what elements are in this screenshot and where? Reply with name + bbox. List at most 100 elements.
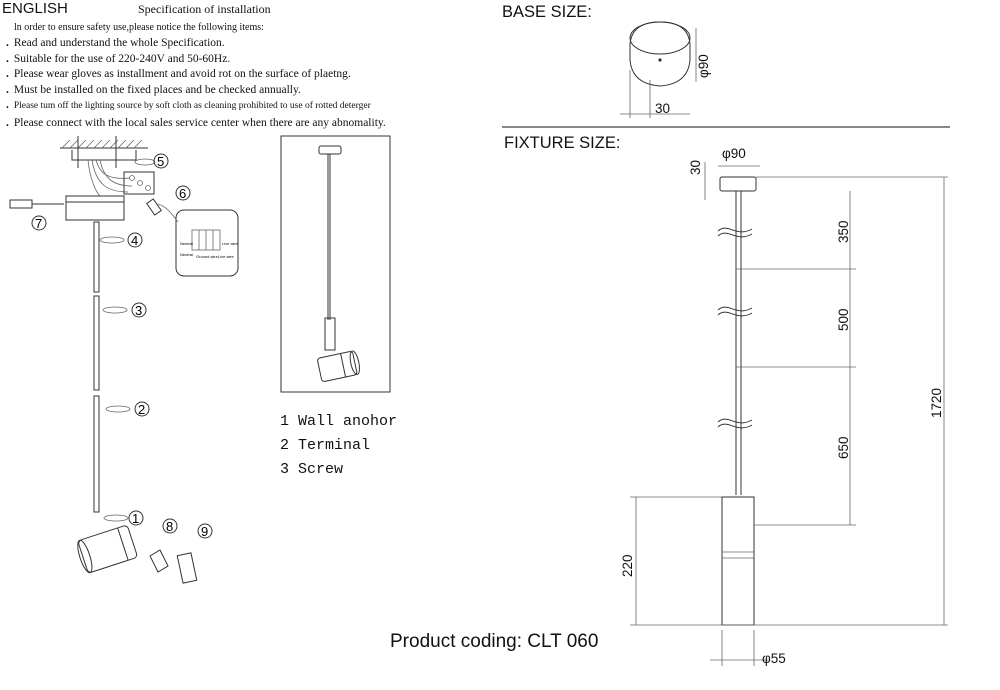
legend-item: 2 Terminal — [280, 434, 397, 458]
mounting-bracket — [71, 150, 137, 161]
legend-number: 3 — [280, 461, 290, 478]
step-circle — [175, 185, 191, 201]
spec-title: Specification of installation — [138, 2, 271, 16]
body-diameter: φ55 — [762, 651, 786, 666]
canopy — [65, 195, 125, 221]
wire — [91, 159, 129, 193]
fixture-top-diameter: φ90 — [722, 146, 746, 161]
rod-segment — [93, 295, 100, 391]
wire — [99, 159, 133, 187]
rod-segment-length: 350 — [836, 220, 851, 243]
base-drawing — [620, 21, 697, 118]
product-coding: Product coding: CLT 060 — [390, 631, 599, 652]
bullet: . — [6, 53, 9, 65]
wiring-labels: Neutral Ground wire Live wire Neutral Li… — [180, 241, 239, 259]
base-diameter-label: φ90 — [696, 54, 711, 78]
exploded-diagram — [9, 136, 239, 584]
instruction-text: Must be installed on the fixed places an… — [13, 84, 301, 96]
lamp-bulb — [149, 549, 169, 573]
legend-number: 2 — [280, 437, 290, 454]
rod-segment-length: 650 — [836, 436, 851, 459]
fixture-body — [721, 496, 755, 626]
wire — [95, 159, 131, 179]
break-mark — [717, 306, 753, 312]
break-mark — [717, 311, 753, 317]
break-mark — [717, 227, 753, 233]
instruction-item: .Please connect with the local sales ser… — [6, 117, 386, 129]
ceiling-hatch — [61, 139, 143, 149]
step-number: 9 — [201, 524, 208, 539]
bullet: . — [6, 37, 9, 49]
legend-item: 1 Wall anohor — [280, 410, 397, 434]
instruction-text: Read and understand the whole Specificat… — [13, 37, 225, 49]
bullet: . — [6, 117, 9, 129]
step-circle — [127, 232, 143, 248]
base-hole — [658, 58, 662, 62]
legend: 1 Wall anohor 2 Terminal 3 Screw — [280, 410, 397, 482]
rotation-arrow — [134, 158, 156, 166]
terminal-screw — [145, 185, 151, 191]
bullet: . — [6, 68, 9, 80]
step-number: 8 — [166, 519, 173, 534]
legend-label: Terminal — [298, 437, 371, 454]
wiring-callout — [175, 209, 239, 277]
rod-segment — [93, 221, 100, 293]
terminal-block — [123, 171, 155, 195]
rotation-arrow — [105, 405, 131, 413]
step-circle — [134, 401, 150, 417]
instruction-item: . Please tum off the lighting source by s… — [6, 99, 371, 111]
break-mark — [717, 232, 753, 238]
step-number: 1 — [132, 511, 139, 526]
assembled-view-frame — [280, 135, 391, 393]
legend-item: 3 Screw — [280, 458, 397, 482]
step-circle — [153, 153, 169, 169]
bullet: . — [6, 84, 9, 96]
wiring-label: Live wire — [222, 241, 239, 246]
break-mark — [717, 423, 753, 429]
assembled-canopy — [318, 145, 342, 155]
step-circle — [131, 302, 147, 318]
step-number: 6 — [179, 186, 186, 201]
spot-head — [77, 525, 138, 574]
instruction-item: .Suitable for the use of 220-240V and 50… — [6, 53, 230, 65]
rotation-arrow — [103, 514, 129, 522]
terminal-screw — [137, 180, 143, 186]
step-number: 5 — [157, 154, 164, 169]
step-number: 3 — [135, 303, 142, 318]
language-label: ENGLISH — [2, 0, 68, 17]
fixture-drawing — [630, 162, 948, 666]
break-mark — [717, 418, 753, 424]
instruction-item: .Please wear gloves as installment and a… — [6, 68, 351, 80]
assembled-spot — [317, 350, 360, 382]
screwdriver-tool — [146, 198, 162, 216]
step-number: 7 — [35, 216, 42, 231]
lens-ring — [176, 552, 198, 584]
step-number: 2 — [138, 402, 145, 417]
rod-segment-length: 500 — [836, 308, 851, 331]
instruction-text: Please tum off the lighting source by so… — [13, 101, 371, 111]
base-height-label: 30 — [655, 101, 671, 116]
assembled-view — [280, 135, 391, 393]
wiring-label: Neutral — [180, 241, 193, 246]
rod-segment — [93, 395, 100, 513]
terminal-screw — [129, 175, 135, 181]
legend-label: Screw — [298, 461, 344, 478]
wiring-label: Ground wire — [196, 254, 219, 259]
wiring-label: Live wire — [218, 254, 235, 259]
callout-leader — [157, 203, 179, 223]
bullet: . — [6, 99, 9, 111]
base-top — [629, 21, 691, 55]
step-circle — [128, 510, 144, 526]
rotation-arrow — [102, 306, 128, 314]
wire — [87, 159, 101, 197]
wiring-label: Neutral — [180, 252, 193, 257]
screwdriver-handle — [9, 199, 33, 209]
overall-length: 1720 — [929, 387, 944, 418]
fixture-size-title: FIXTURE SIZE: — [504, 134, 621, 152]
legend-label: Wall anohor — [298, 413, 398, 430]
step-circle — [197, 523, 213, 539]
step-number: 4 — [131, 233, 138, 248]
intro-text: ln order to ensure safety use,please not… — [14, 22, 264, 33]
instruction-item: . Must be installed on the fixed places a… — [6, 84, 301, 96]
